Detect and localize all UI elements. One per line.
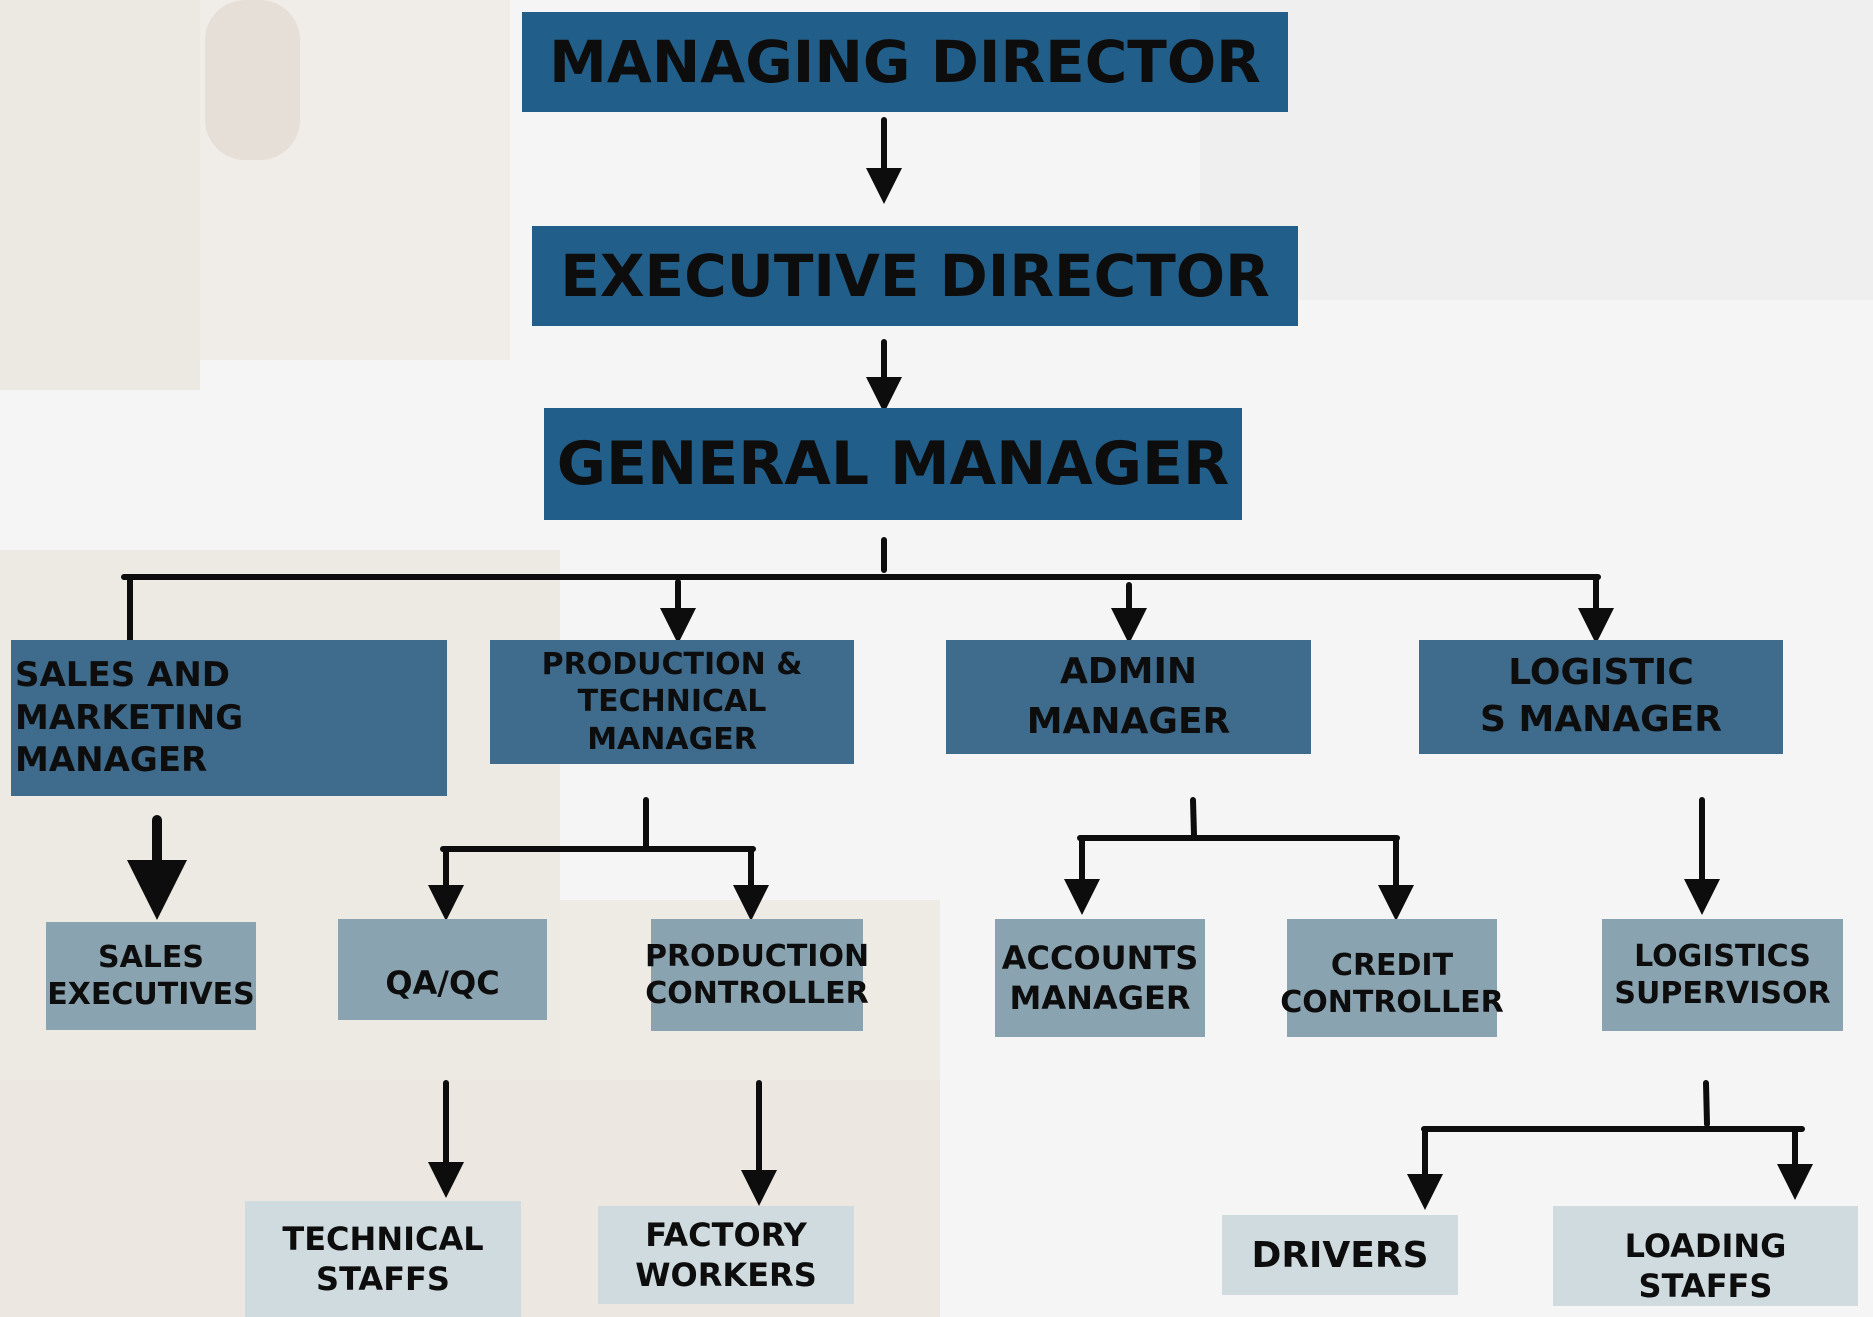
logistics-manager-box: LOGISTIC S MANAGER xyxy=(1419,640,1783,754)
factory-workers-label: FACTORY WORKERS xyxy=(635,1216,817,1294)
general-manager-box: GENERAL MANAGER xyxy=(544,408,1242,520)
production-technical-manager-label: PRODUCTION & TECHNICAL MANAGER xyxy=(541,646,803,757)
logistics-manager-label: LOGISTIC S MANAGER xyxy=(1480,652,1722,740)
sales-executives-label: SALES EXECUTIVES xyxy=(47,939,255,1013)
admin-manager-label: ADMIN MANAGER xyxy=(1026,650,1231,742)
factory-workers-box: FACTORY WORKERS xyxy=(598,1206,854,1304)
production-controller-box: PRODUCTION CONTROLLER xyxy=(645,919,869,1031)
sales-marketing-manager-label: SALES AND MARKETING MANAGER xyxy=(15,655,244,781)
technical-staffs-box: TECHNICAL STAFFS xyxy=(245,1201,521,1317)
drivers-label: DRIVERS xyxy=(1251,1234,1429,1276)
loading-staffs-label: LOADING STAFFS xyxy=(1624,1227,1787,1305)
accounts-manager-label: ACCOUNTS MANAGER xyxy=(1001,939,1199,1017)
sales-executives-box: SALES EXECUTIVES xyxy=(46,922,256,1030)
credit-controller-box: CREDIT CONTROLLER xyxy=(1280,919,1504,1037)
managing-director-box: MANAGING DIRECTOR xyxy=(522,12,1288,112)
logistics-supervisor-label: LOGISTICS SUPERVISOR xyxy=(1614,938,1831,1012)
managing-director-label: MANAGING DIRECTOR xyxy=(549,27,1261,96)
executive-director-label: EXECUTIVE DIRECTOR xyxy=(560,241,1270,310)
production-technical-manager-box: PRODUCTION & TECHNICAL MANAGER xyxy=(490,640,854,764)
admin-manager-box: ADMIN MANAGER xyxy=(946,640,1311,754)
qa-qc-label: QA/QC xyxy=(385,963,500,1002)
technical-staffs-label: TECHNICAL STAFFS xyxy=(282,1220,484,1298)
executive-director-box: EXECUTIVE DIRECTOR xyxy=(532,226,1298,326)
drivers-box: DRIVERS xyxy=(1222,1215,1458,1295)
loading-staffs-box: LOADING STAFFS xyxy=(1553,1206,1858,1306)
credit-controller-label: CREDIT CONTROLLER xyxy=(1280,947,1504,1021)
general-manager-label: GENERAL MANAGER xyxy=(556,428,1230,499)
sales-marketing-manager-box: SALES AND MARKETING MANAGER xyxy=(11,640,447,796)
logistics-supervisor-box: LOGISTICS SUPERVISOR xyxy=(1602,919,1843,1031)
production-controller-label: PRODUCTION CONTROLLER xyxy=(644,938,870,1012)
accounts-manager-box: ACCOUNTS MANAGER xyxy=(995,919,1205,1037)
qa-qc-box: QA/QC xyxy=(338,919,547,1020)
